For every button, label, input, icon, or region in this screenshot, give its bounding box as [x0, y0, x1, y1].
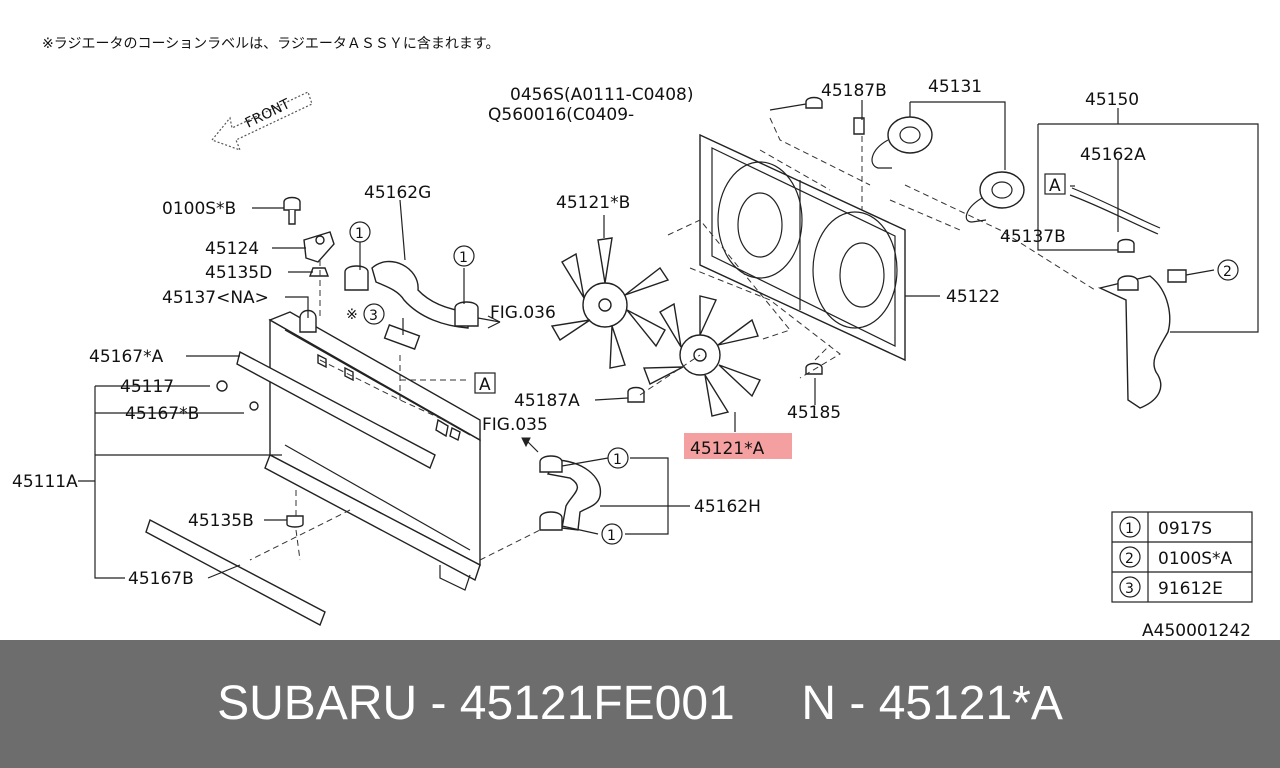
fan-motor-45131 [627, 96, 1025, 403]
label-45162h: 45162H [694, 497, 761, 517]
svg-text:※: ※ [346, 307, 358, 323]
label-45167-a: 45167*A [89, 347, 164, 367]
callout-2: 2 [1217, 259, 1239, 281]
label-45167b: 45167B [128, 569, 194, 589]
label-q560016: Q560016(C0409- [488, 105, 634, 125]
svg-text:3: 3 [369, 308, 378, 324]
svg-text:0100S*A: 0100S*A [1158, 549, 1233, 569]
label-fig036: FIG.036 [490, 303, 556, 323]
label-fig035: FIG.035 [482, 415, 548, 435]
svg-text:2: 2 [1223, 264, 1232, 280]
svg-text:91612E: 91612E [1158, 579, 1223, 599]
footer-part-number: SUBARU - 45121FE001 N - 45121*A [217, 677, 1063, 730]
label-45124: 45124 [205, 239, 259, 259]
legend-table: 1 0917S 2 0100S*A 3 91612E [1111, 511, 1253, 603]
fan-45121-b [550, 237, 670, 369]
svg-text:1: 1 [355, 226, 364, 242]
callout-1-upper-left: 1 [349, 221, 371, 243]
label-45111a: 45111A [12, 472, 78, 492]
svg-text:1: 1 [613, 452, 622, 468]
svg-text:A: A [1049, 176, 1061, 196]
label-45162a: 45162A [1080, 145, 1146, 165]
callout-1-upper-right: 1 [453, 245, 475, 267]
front-label: FRONT [243, 96, 293, 132]
label-45135b: 45135B [188, 511, 254, 531]
svg-text:3: 3 [1125, 581, 1134, 597]
diagram-svg: ※ラジエータのコーションラベルは、ラジエータＡＳＳＹに含まれます。 FRONT [12, 36, 1259, 640]
reference-box-a-right: A [1044, 173, 1066, 196]
label-0456s: 0456S(A0111-C0408) [510, 85, 693, 105]
svg-text:0917S: 0917S [1158, 519, 1212, 539]
note-text: ※ラジエータのコーションラベルは、ラジエータＡＳＳＹに含まれます。 [42, 36, 500, 52]
front-arrow-icon: FRONT [210, 91, 313, 152]
bracket-45124 [283, 196, 335, 277]
dashed-guides [249, 117, 1096, 561]
fan-45121-a [642, 295, 761, 417]
label-45131: 45131 [928, 77, 982, 97]
reference-box-a-left: A [474, 372, 496, 395]
part-labels: 0456S(A0111-C0408) Q560016(C0409- 45187B… [12, 77, 1146, 589]
label-45122: 45122 [946, 287, 1000, 307]
highlight-box [684, 433, 792, 459]
svg-text:1: 1 [607, 528, 616, 544]
callout-1-lower-bottom: 1 [601, 523, 623, 545]
label-45137na: 45137<NA> [162, 288, 269, 308]
reservoir-tank [1069, 187, 1187, 409]
label-45121-b: 45121*B [556, 193, 630, 213]
lower-hose-45162h [521, 437, 602, 531]
footer-bar: SUBARU - 45121FE001 N - 45121*A [0, 640, 1280, 768]
legend-row: 1 0917S [1119, 516, 1212, 539]
svg-text:2: 2 [1125, 551, 1134, 567]
label-45137b: 45137B [1000, 227, 1066, 247]
upper-hose-45162g [344, 261, 501, 329]
legend-row: 3 91612E [1119, 576, 1223, 599]
legend-row: 2 0100S*A [1119, 546, 1233, 569]
label-45185: 45185 [787, 403, 841, 423]
callout-3: ※ 3 [346, 303, 385, 325]
label-45117: 45117 [120, 377, 174, 397]
label-45135d: 45135D [205, 263, 272, 283]
label-45167-b-star: 45167*B [125, 404, 199, 424]
svg-text:A: A [479, 375, 491, 395]
callout-1-lower-top: 1 [607, 447, 629, 469]
svg-text:1: 1 [1125, 521, 1134, 537]
label-45187b: 45187B [821, 81, 887, 101]
label-0100s-b: 0100S*B [162, 199, 236, 219]
label-45121-a: 45121*A [690, 439, 765, 459]
shroud-45122 [699, 133, 906, 362]
label-45150: 45150 [1085, 90, 1139, 110]
diagram-id: A450001242 [1142, 621, 1251, 640]
svg-text:1: 1 [459, 250, 468, 266]
leader-lines [78, 100, 1259, 579]
radiator-drawing [145, 309, 481, 626]
label-45187a: 45187A [514, 391, 580, 411]
parts-diagram: ※ラジエータのコーションラベルは、ラジエータＡＳＳＹに含まれます。 FRONT [12, 36, 1259, 640]
label-45162g: 45162G [364, 183, 431, 203]
